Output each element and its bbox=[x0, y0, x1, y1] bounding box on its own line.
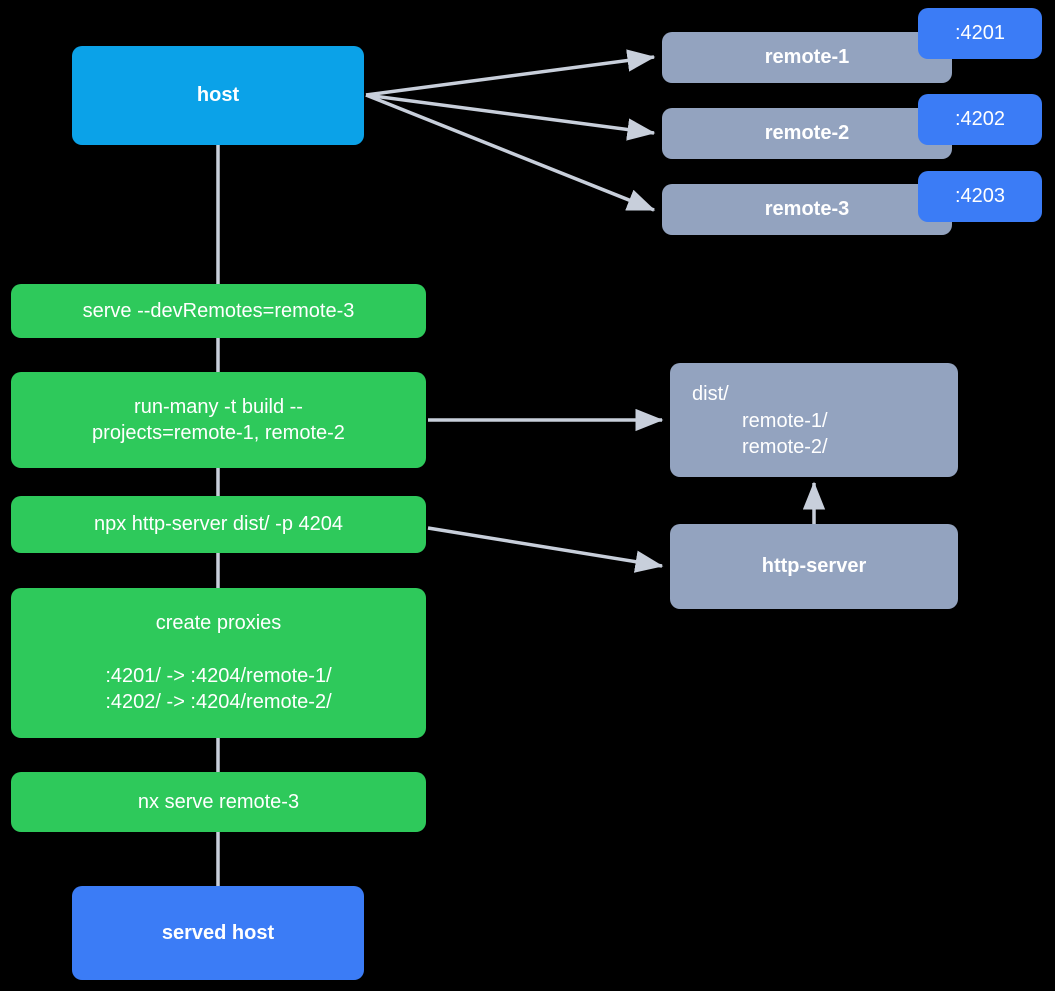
command-create-proxies[interactable]: create proxies :4201/ -> :4204/remote-1/… bbox=[11, 588, 426, 738]
command-run-many-line-1: run-many -t build -- bbox=[134, 395, 303, 418]
node-host-label: host bbox=[196, 84, 240, 107]
command-run-many-line-2: projects=remote-1, remote-2 bbox=[92, 422, 345, 444]
node-remote-1-label: remote-1 bbox=[764, 46, 850, 69]
badge-port-4201[interactable]: :4201 bbox=[918, 8, 1042, 59]
command-serve-dev-remotes-line-1: serve --devRemotes=remote-3 bbox=[82, 299, 355, 322]
node-http-server[interactable]: http-server bbox=[670, 524, 958, 609]
node-dist-folder[interactable]: dist/ remote-1/ remote-2/ bbox=[670, 363, 958, 477]
node-served-host-label: served host bbox=[161, 921, 275, 944]
edge-host-to-remote-3 bbox=[365, 93, 656, 212]
node-remote-2[interactable]: remote-2 bbox=[662, 108, 952, 159]
badge-port-4201-label: :4201 bbox=[954, 22, 1006, 45]
node-dist-folder-child-remote-2: remote-2/ bbox=[742, 436, 828, 459]
node-dist-folder-root: dist/ bbox=[692, 383, 729, 406]
node-remote-2-label: remote-2 bbox=[764, 122, 850, 145]
node-served-host[interactable]: served host bbox=[72, 886, 364, 980]
edge-npx-to-http-server bbox=[427, 526, 664, 573]
command-create-proxies-mapping-1: :4201/ -> :4204/remote-1/ bbox=[105, 664, 332, 687]
command-serve-dev-remotes[interactable]: serve --devRemotes=remote-3 bbox=[11, 284, 426, 338]
command-nx-serve-remote-3-line-1: nx serve remote-3 bbox=[137, 790, 300, 813]
command-create-proxies-title: create proxies bbox=[155, 612, 282, 635]
node-remote-3-label: remote-3 bbox=[764, 198, 850, 221]
node-remote-3[interactable]: remote-3 bbox=[662, 184, 952, 235]
badge-port-4203-label: :4203 bbox=[954, 185, 1006, 208]
command-create-proxies-mapping-2: :4202/ -> :4204/remote-2/ bbox=[105, 691, 332, 714]
node-remote-1[interactable]: remote-1 bbox=[662, 32, 952, 83]
node-host[interactable]: host bbox=[72, 46, 364, 145]
badge-port-4202-label: :4202 bbox=[954, 108, 1006, 131]
node-http-server-label: http-server bbox=[761, 555, 867, 578]
edge-host-to-remote-2 bbox=[365, 93, 656, 141]
badge-port-4202[interactable]: :4202 bbox=[918, 94, 1042, 145]
edge-host-to-remote-1 bbox=[365, 49, 656, 97]
command-npx-http-server[interactable]: npx http-server dist/ -p 4204 bbox=[11, 496, 426, 553]
badge-port-4203[interactable]: :4203 bbox=[918, 171, 1042, 222]
command-npx-http-server-line-1: npx http-server dist/ -p 4204 bbox=[93, 513, 343, 536]
command-run-many[interactable]: run-many -t build -- projects=remote-1, … bbox=[11, 372, 426, 468]
node-dist-folder-child-remote-1: remote-1/ bbox=[742, 409, 828, 432]
command-nx-serve-remote-3[interactable]: nx serve remote-3 bbox=[11, 772, 426, 832]
